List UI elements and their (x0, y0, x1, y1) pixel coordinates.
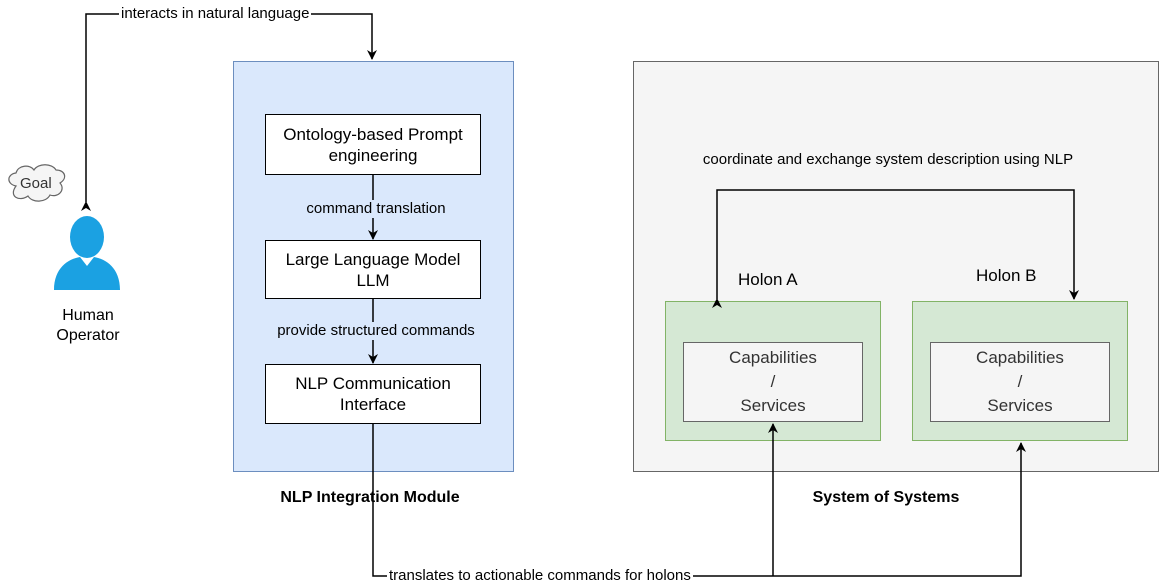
translates-connector (368, 415, 1026, 577)
coordinate-connector (712, 189, 1079, 308)
llm-line2: LLM (356, 270, 390, 290)
human-label-line1: Human (62, 307, 114, 324)
goal-cloud-icon (8, 164, 66, 202)
sos-title: System of Systems (812, 489, 960, 506)
services-label: Services (740, 396, 806, 415)
holon-a-name: Holon A (738, 270, 798, 289)
human-label-line2: Operator (56, 327, 120, 344)
coordinate-label: coordinate and exchange system descripti… (700, 151, 1076, 169)
separator-label: / (1017, 372, 1023, 391)
module-title: NLP Integration Module (280, 489, 460, 506)
prompt-line1: Ontology-based Prompt (283, 124, 463, 144)
interacts-label: interacts in natural language (119, 5, 312, 23)
capabilities-label: Capabilities (976, 348, 1064, 367)
prompt-line2: engineering (328, 145, 418, 165)
human-operator-label: Human Operator (38, 306, 138, 346)
human-operator-icon (54, 216, 120, 290)
nlp-line2: Interface (339, 395, 407, 414)
nlp-interface-box: NLP Communication Interface (265, 364, 481, 424)
translates-label: translates to actionable commands for ho… (387, 567, 693, 585)
separator-label: / (770, 372, 776, 391)
llm-box: Large Language Model LLM (265, 240, 481, 299)
llm-line1: Large Language Model (285, 249, 461, 269)
command-translation-label: command translation (304, 200, 448, 218)
structured-commands-label: provide structured commands (275, 322, 477, 340)
capabilities-label: Capabilities (729, 348, 817, 367)
holon-b-capabilities-box: Capabilities / Services (930, 342, 1110, 422)
holon-b-name: Holon B (976, 266, 1037, 285)
goal-label: Goal (20, 175, 52, 192)
services-label: Services (987, 396, 1053, 415)
nlp-line1: NLP Communication (295, 374, 451, 393)
holon-a-capabilities-box: Capabilities / Services (683, 342, 863, 422)
prompt-engineering-box: Ontology-based Prompt engineering (265, 114, 481, 175)
